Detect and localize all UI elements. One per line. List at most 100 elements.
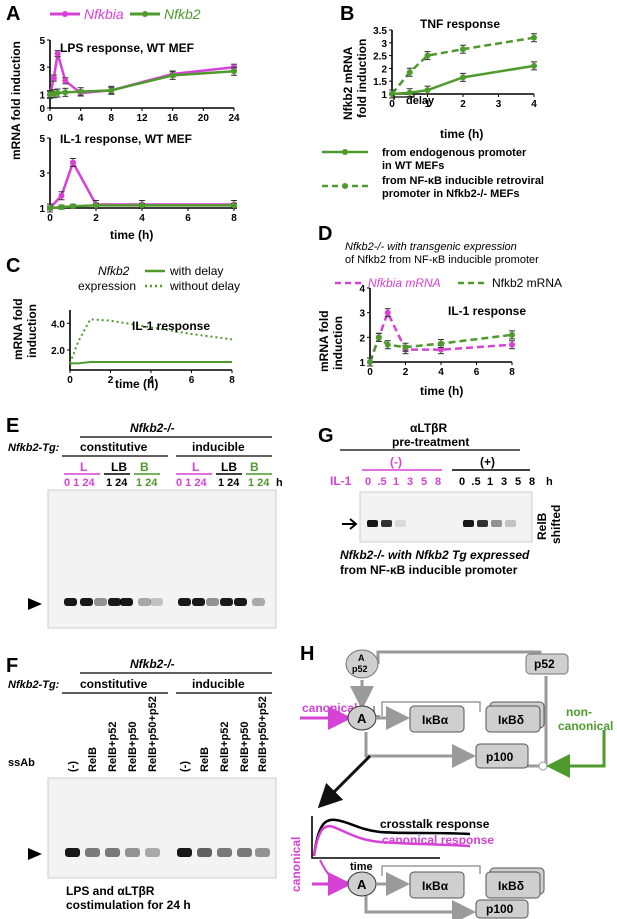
e-times-lb-1: 1 24 xyxy=(106,477,128,489)
A-top-xtick-label: 4 xyxy=(78,113,84,124)
h-noncanonical-1: non- xyxy=(566,705,592,719)
D-xtick-label: 6 xyxy=(474,367,480,378)
f-ssab-label: ssAb xyxy=(8,757,35,769)
h-ap52-node xyxy=(345,649,379,679)
A-bottom-point xyxy=(58,192,65,199)
f-lane-label: RelB xyxy=(199,747,211,772)
g-time-neg: 0 xyxy=(365,476,371,488)
panel-label-c: C xyxy=(6,255,20,277)
chart-d-ylabel-1: mRNA fold xyxy=(317,310,331,372)
h-top-loop xyxy=(376,650,542,664)
chart-d-title: IL-1 response xyxy=(448,304,526,318)
C-ytick-label: 2.0 xyxy=(51,346,65,357)
chart-d-header-1: Nfkb2-/- with transgenic expression xyxy=(345,241,517,253)
g-time-neg: 8 xyxy=(435,476,441,488)
A-top-xtick-label: 20 xyxy=(198,113,210,124)
h-ikbd-box-2 xyxy=(485,871,541,899)
chart-b-ylabel-2: fold induction xyxy=(355,39,369,118)
h-ikba-box-1 xyxy=(409,705,465,733)
e-band xyxy=(252,598,265,606)
f-band xyxy=(105,848,120,857)
A-bottom-point xyxy=(231,202,237,209)
D-xtick-label: 4 xyxy=(438,367,444,378)
e-band xyxy=(120,598,133,606)
D-xtick-label: 0 xyxy=(367,367,373,378)
A-top-xtick-label: 24 xyxy=(228,113,240,124)
B-point xyxy=(406,69,413,76)
panel-label-d: D xyxy=(318,223,332,245)
h-p100-label-1: p100 xyxy=(486,750,514,764)
g-time-neg: .5 xyxy=(377,476,386,488)
chart-c-ylabel-2: induction xyxy=(25,304,39,358)
h-ap52-a: A xyxy=(358,653,365,663)
f-gel xyxy=(47,777,277,879)
h-inhib-2 xyxy=(381,865,481,876)
e-lane-b-1: B xyxy=(140,460,149,474)
legend-b: from endogenous promoter in WT MEFs from… xyxy=(322,147,544,200)
f-band xyxy=(145,848,160,857)
chart-c-legend-expression: expression xyxy=(78,279,136,293)
legend-b-text-2b: promoter in Nfkb2-/- MEFs xyxy=(382,188,520,200)
h-magenta-link xyxy=(319,859,351,885)
g-time-neg: 1 xyxy=(393,476,399,488)
f-band xyxy=(85,848,100,857)
chart-d-header-2: of Nfkb2 from NF-κB inducible promoter xyxy=(345,254,539,266)
D-ytick-label: 1 xyxy=(359,358,365,369)
D-point xyxy=(438,346,444,353)
h-diagram: A p52 p52 canonical A IκBα IκBδ p100 non… xyxy=(289,649,613,919)
legend-c: with delay without delay xyxy=(145,264,240,293)
e-gel-bands xyxy=(64,598,265,606)
chart-b-xlabel: time (h) xyxy=(440,127,483,141)
C-xtick-label: 0 xyxy=(67,375,73,386)
h-canonical-response-label: canonical response xyxy=(382,833,494,847)
legend-b-marker-endogenous xyxy=(342,149,348,155)
chart-a-xlabel: time (h) xyxy=(110,228,153,242)
g-time-pos: 5 xyxy=(515,476,521,488)
e-genotype: Nfkb2-/- xyxy=(130,421,175,435)
h-ikba-box-2 xyxy=(409,871,465,899)
A-bottom-ytick-label: 5 xyxy=(39,134,45,145)
A-bottom-point xyxy=(47,205,53,211)
e-band xyxy=(206,598,219,606)
f-lane-label: (-) xyxy=(67,761,79,772)
f-band xyxy=(125,848,140,857)
e-band xyxy=(192,598,205,606)
A-top-point xyxy=(54,50,61,57)
f-lane-label: RelB+p50 xyxy=(127,722,139,772)
e-inducible: inducible xyxy=(192,440,245,454)
D-point xyxy=(384,309,391,316)
C-xtick-label: 6 xyxy=(189,375,195,386)
chart-d-ylabel-2: induction xyxy=(331,316,345,370)
h-a-to-p100-1 xyxy=(364,732,476,768)
e-lane-l-1: L xyxy=(80,460,87,474)
A-bottom-point xyxy=(70,203,76,210)
chart-b-title: TNF response xyxy=(420,17,500,31)
A-top-ytick-label: 3 xyxy=(39,63,45,74)
h-canonical-2: canonical xyxy=(289,837,303,892)
e-lane-labels: L LB B L LB B 0 1 24 1 24 1 24 0 1 24 1 … xyxy=(64,460,283,489)
C-xtick-label: 2 xyxy=(108,375,114,386)
C-xtick-label: 4 xyxy=(148,375,154,386)
f-band xyxy=(177,848,192,857)
B-xtick-label: 1 xyxy=(425,99,431,110)
A-top-point xyxy=(50,75,57,82)
A-top-xtick-label: 16 xyxy=(167,113,179,124)
A-bottom-point xyxy=(70,159,76,166)
panel-label-a: A xyxy=(6,3,20,25)
g-time-unit: h xyxy=(546,476,553,488)
f-band xyxy=(197,848,212,857)
D-point xyxy=(375,334,382,341)
legend-b-text-1a: from endogenous promoter xyxy=(382,147,527,159)
e-lane-b-2: B xyxy=(250,460,259,474)
f-band xyxy=(255,848,270,857)
g-time-pos: 3 xyxy=(501,476,507,488)
f-genotype: Nfkb2-/- xyxy=(130,657,175,671)
e-band xyxy=(178,598,191,606)
panel-label-f: F xyxy=(6,655,18,677)
g-time-pos: 1 xyxy=(487,476,493,488)
legend-b-marker-retroviral xyxy=(342,183,348,189)
